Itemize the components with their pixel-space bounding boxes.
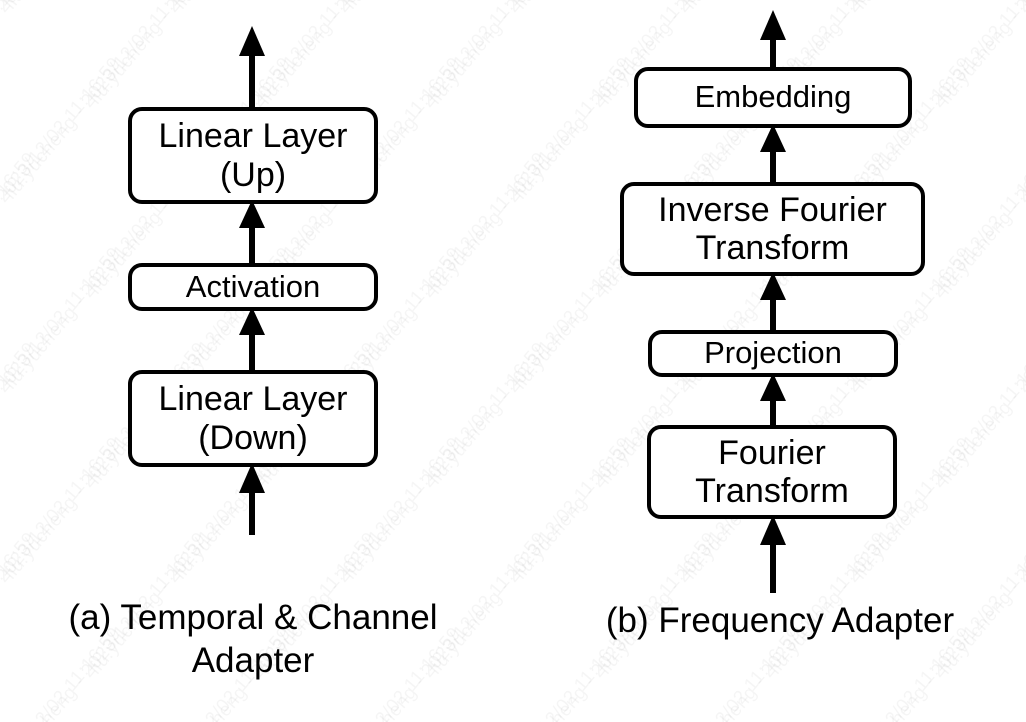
node-embedding[interactable]: Embedding <box>634 67 912 128</box>
node-inverse-fourier-transform[interactable]: Inverse Fourier Transform <box>620 182 925 276</box>
arrow-input-to-fourier-transform <box>760 515 786 593</box>
node-linear-layer-down[interactable]: Linear Layer (Down) <box>128 370 378 467</box>
arrow-linear-layer-down-to-activation <box>239 307 265 375</box>
arrow-activation-to-linear-layer-up <box>239 200 265 268</box>
caption-frequency-adapter: (b) Frequency Adapter <box>605 601 955 640</box>
arrow-inverse-fourier-transform-to-embedding <box>760 124 786 188</box>
arrow-linear-layer-up-to-output <box>239 26 265 114</box>
arrow-fourier-transform-to-projection <box>760 373 786 431</box>
node-projection[interactable]: Projection <box>648 330 898 377</box>
arrow-input-to-linear-layer-down <box>239 463 265 535</box>
node-activation[interactable]: Activation <box>128 263 378 311</box>
arrow-projection-to-inverse-fourier-transform <box>760 272 786 336</box>
arrow-embedding-to-output <box>760 10 786 74</box>
caption-temporal-channel-adapter: (a) Temporal & Channel Adapter <box>68 598 438 680</box>
node-linear-layer-up[interactable]: Linear Layer (Up) <box>128 107 378 204</box>
node-fourier-transform[interactable]: Fourier Transform <box>647 425 897 519</box>
